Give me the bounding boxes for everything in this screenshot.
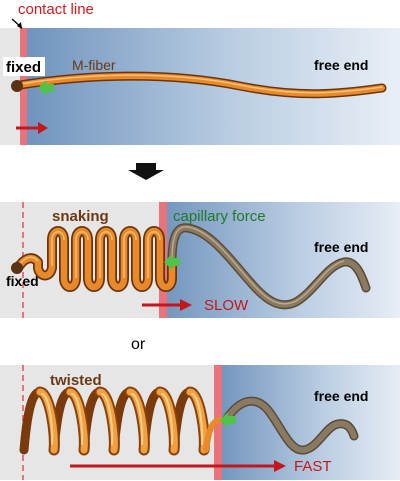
- contact-line-pointer-head: [17, 22, 22, 29]
- free-end-label: free end: [314, 239, 368, 255]
- coil-front-highlight: [71, 393, 84, 445]
- twisted-coil: [19, 386, 227, 456]
- free-end-label: free end: [314, 388, 368, 404]
- fixed-point: [11, 262, 23, 274]
- water-region: [24, 28, 400, 145]
- coil-front-highlight: [101, 393, 114, 445]
- free-end-label: free end: [314, 57, 368, 73]
- bottom-panel: twisted free end FAST: [0, 365, 400, 480]
- slow-label: SLOW: [204, 297, 249, 314]
- snaking-label: snaking: [52, 208, 109, 225]
- fiber-label: M-fiber: [72, 57, 116, 73]
- coil-front-highlight: [131, 393, 144, 445]
- fixed-label: fixed: [6, 273, 39, 289]
- fixed-point: [11, 80, 23, 92]
- coil-front-highlight: [161, 393, 174, 445]
- capillary-arrow: [38, 80, 54, 96]
- middle-panel: snaking capillary force free end fixed S…: [0, 202, 400, 318]
- m-fiber-highlight: [19, 74, 383, 94]
- capillary-label: capillary force: [173, 208, 266, 225]
- contact-line-label: contact line: [18, 1, 94, 18]
- motion-arrow-head: [38, 122, 48, 134]
- down-arrow-icon: [128, 163, 164, 180]
- fast-label: FAST: [294, 458, 332, 475]
- fixed-label-bg: [3, 57, 45, 76]
- wet-fiber-highlight: [171, 226, 345, 305]
- m-fiber-body: [17, 73, 385, 97]
- fixed-label: fixed: [6, 59, 41, 76]
- or-label: or: [131, 336, 146, 353]
- wet-fiber-body: [169, 224, 369, 308]
- water-region: [166, 202, 400, 318]
- slow-arrow-head: [180, 299, 192, 311]
- coil-front-highlight: [191, 393, 204, 445]
- capillary-arrow: [164, 254, 180, 270]
- coil-front-highlight: [41, 393, 54, 445]
- twisted-label: twisted: [50, 372, 102, 389]
- capillary-arrow: [220, 412, 236, 428]
- water-region: [222, 365, 400, 480]
- fast-arrow-head: [274, 460, 286, 472]
- snaking-fiber: [13, 226, 177, 292]
- top-panel: contact line fixed M-fiber free end: [0, 1, 400, 145]
- wet-fiber-body: [223, 398, 357, 453]
